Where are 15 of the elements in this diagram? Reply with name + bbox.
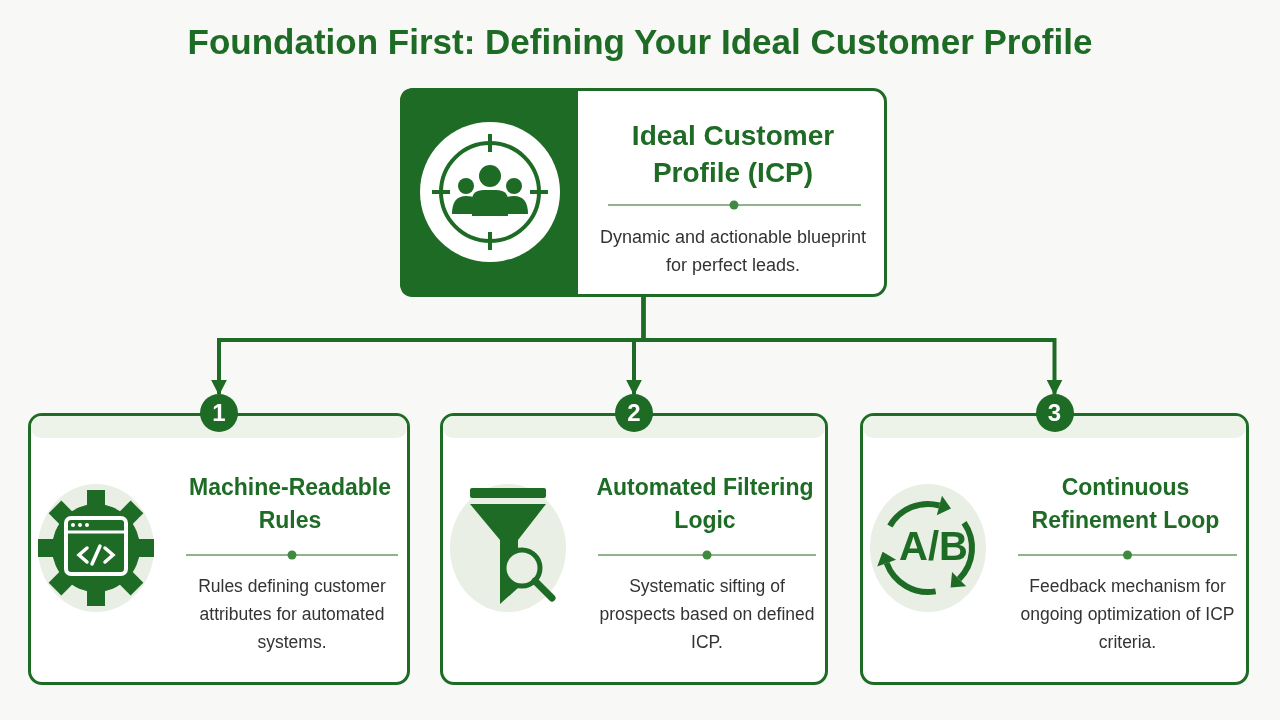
card-title: Machine-Readable Rules (188, 473, 392, 535)
card-description: Systematic sifting of prospects based on defined ICP. (598, 575, 816, 654)
ab-label: A/B (899, 524, 968, 569)
diagram-title: Foundation First: Defining Your Ideal Customer Profile (186, 22, 1094, 62)
card-title: Continuous Refinement Loop (1030, 473, 1221, 535)
arrow (641, 297, 1063, 396)
card-title: Automated Filtering Logic (595, 473, 815, 535)
step-number: 3 (1035, 394, 1074, 432)
profile-card (400, 88, 887, 297)
step-number: 2 (615, 394, 653, 432)
step-number: 1 (200, 394, 238, 432)
card-description: Feedback mechanism for ongoing optimization of ICP criteria. (1019, 575, 1236, 654)
card-description: Rules defining customer attributes for automated systems. (197, 575, 387, 654)
card-title: Ideal Customer Profile (ICP) (630, 119, 836, 190)
card-description: Dynamic and actionable blueprint for perfect leads. (598, 226, 868, 277)
